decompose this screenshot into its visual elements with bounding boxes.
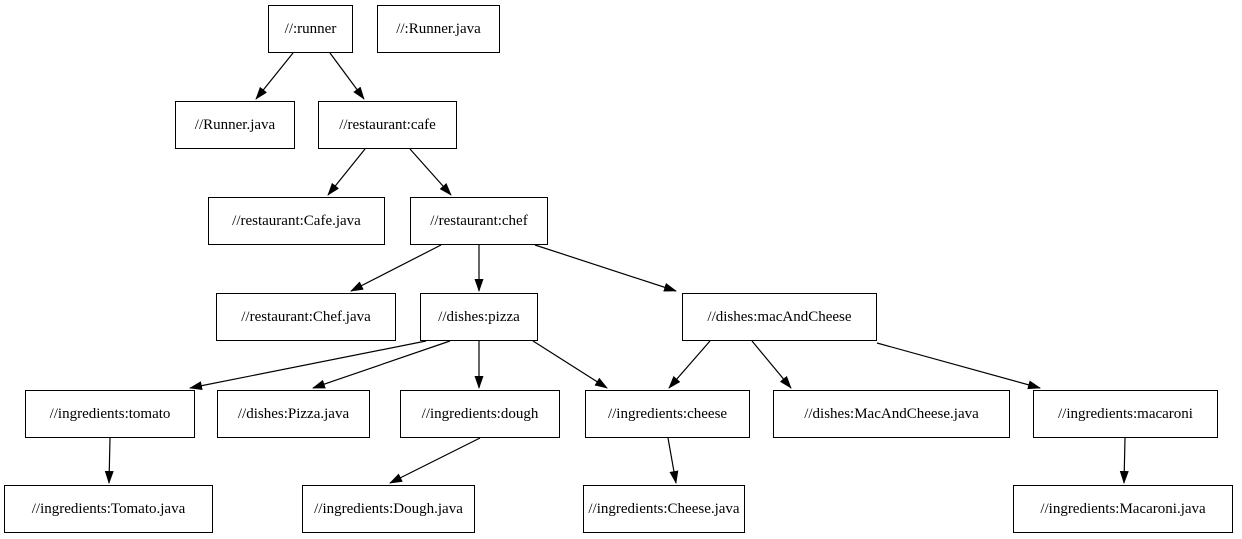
edge-runner-to-runner-java xyxy=(255,52,294,100)
graph-node-macaroni: //ingredients:macaroni xyxy=(1033,390,1218,438)
graph-node-dough-java: //ingredients:Dough.java xyxy=(302,485,475,533)
graph-node-tomato-java: //ingredients:Tomato.java xyxy=(4,485,213,533)
graph-node-tomato: //ingredients:tomato xyxy=(25,390,195,438)
edge-runner-to-cafe xyxy=(329,52,365,100)
graph-node-cafe-java: //restaurant:Cafe.java xyxy=(208,197,385,245)
graph-node-runner: //:runner xyxy=(268,5,353,53)
graph-node-cafe: //restaurant:cafe xyxy=(318,101,457,149)
edge-pizza-to-cheese xyxy=(532,340,608,389)
edge-pizza-to-tomato xyxy=(189,340,427,391)
edge-cafe-to-cafe-java xyxy=(327,148,366,196)
graph-node-runner-java: //Runner.java xyxy=(175,101,295,149)
graph-node-chef: //restaurant:chef xyxy=(410,197,548,245)
edge-pizza-to-pizza-java xyxy=(312,340,451,389)
edge-chef-to-mac-and-cheese xyxy=(534,244,677,292)
graph-node-mac-and-cheese: //dishes:macAndCheese xyxy=(682,293,877,341)
edge-cafe-to-chef xyxy=(409,148,452,196)
graph-node-runner-java-isolated: //:Runner.java xyxy=(377,5,500,53)
graph-node-dough: //ingredients:dough xyxy=(400,390,560,438)
edge-mac-and-cheese-to-mac-and-cheese-java xyxy=(751,340,792,389)
graph-node-mac-and-cheese-java: //dishes:MacAndCheese.java xyxy=(773,390,1010,438)
edge-mac-and-cheese-to-macaroni xyxy=(876,342,1041,390)
graph-node-chef-java: //restaurant:Chef.java xyxy=(216,293,396,341)
graph-node-pizza: //dishes:pizza xyxy=(420,293,538,341)
graph-node-macaroni-java: //ingredients:Macaroni.java xyxy=(1013,485,1233,533)
graph-node-cheese-java: //ingredients:Cheese.java xyxy=(583,485,745,533)
edge-macaroni-to-macaroni-java xyxy=(1119,437,1129,484)
edge-chef-to-chef-java xyxy=(350,244,442,292)
graph-node-pizza-java: //dishes:Pizza.java xyxy=(217,390,370,438)
edge-cheese-to-cheese-java xyxy=(667,437,679,484)
edge-dough-to-dough-java xyxy=(389,437,481,484)
graph-node-cheese: //ingredients:cheese xyxy=(585,390,750,438)
edge-mac-and-cheese-to-cheese xyxy=(668,340,711,389)
edge-tomato-to-tomato-java xyxy=(104,437,114,484)
